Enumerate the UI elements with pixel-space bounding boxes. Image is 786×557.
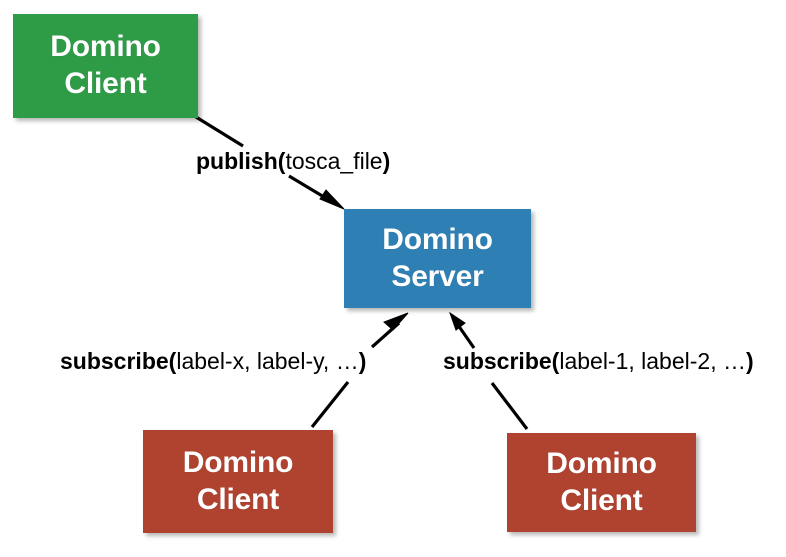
- edge-label-paren-close: ): [745, 348, 754, 374]
- edge-label-arguments: tosca_file: [285, 148, 383, 174]
- node-domino-client-subscriber-left[interactable]: Domino Client: [143, 430, 333, 533]
- node-label-line1: Domino: [182, 445, 294, 479]
- publish-edge-arrowhead: [319, 189, 345, 210]
- subscribe-edge-right-segment-2: [456, 324, 476, 349]
- node-label-line1: Domino: [382, 222, 493, 256]
- subscribe-edge-left-segment-2: [370, 321, 401, 349]
- node-domino-server[interactable]: Domino Server: [344, 209, 531, 308]
- edge-label-publish: publish(tosca_file): [196, 150, 390, 173]
- subscribe-edge-right-arrowhead: [449, 311, 466, 331]
- node-label-line1: Domino: [546, 446, 657, 480]
- node-domino-client-publisher[interactable]: Domino Client: [13, 14, 198, 118]
- node-label-line2: Server: [391, 259, 484, 293]
- subscribe-edge-left-arrowhead: [383, 312, 409, 331]
- publish-edge-segment-1: [195, 115, 244, 148]
- node-label-line2: Client: [560, 483, 643, 517]
- edge-label-arguments: label-1, label-2, …: [559, 348, 746, 374]
- edge-label-call-name: publish(: [196, 148, 286, 174]
- edge-label-call-name: subscribe(: [443, 348, 560, 374]
- node-label-line2: Client: [196, 482, 280, 516]
- edge-label-paren-close: ): [358, 348, 367, 374]
- edge-label-call-name: subscribe(: [60, 348, 177, 374]
- edge-label-paren-close: ): [382, 148, 391, 174]
- node-label-line2: Client: [64, 67, 147, 100]
- node-domino-client-subscriber-right[interactable]: Domino Client: [507, 433, 696, 532]
- publish-edge-segment-2: [288, 174, 335, 205]
- node-label-line1: Domino: [50, 30, 161, 64]
- subscribe-edge-left-segment-1: [310, 381, 350, 428]
- edge-label-subscribe-left: subscribe(label-x, label-y, …): [60, 350, 366, 373]
- edge-label-subscribe-right: subscribe(label-1, label-2, …): [443, 350, 754, 373]
- edge-label-arguments: label-x, label-y, …: [176, 348, 359, 374]
- subscribe-edge-right-segment-1: [490, 382, 529, 430]
